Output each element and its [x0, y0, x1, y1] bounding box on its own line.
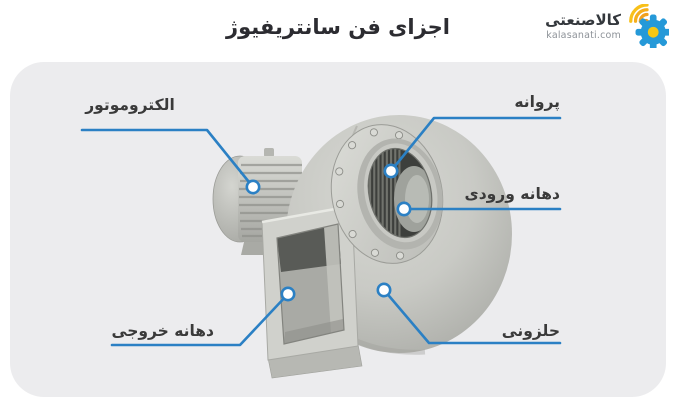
- brand-domain: kalasanati.com: [546, 30, 621, 41]
- brand-logo: کالاصنعتی kalasanati.com: [545, 4, 669, 48]
- label-electromotor: الکتروموتور: [85, 96, 175, 114]
- label-volute: حلزونی: [501, 322, 560, 340]
- gear-wifi-icon: [629, 4, 669, 48]
- label-impeller: پروانه: [514, 93, 560, 111]
- page-title: اجزای فن سانتریفیوژ: [226, 15, 450, 39]
- label-outlet: دهانه خروجی: [111, 322, 214, 340]
- brand-name: کالاصنعتی: [545, 11, 621, 29]
- label-inlet: دهانه ورودی: [464, 185, 561, 203]
- brand-logo-text: کالاصنعتی kalasanati.com: [545, 11, 621, 41]
